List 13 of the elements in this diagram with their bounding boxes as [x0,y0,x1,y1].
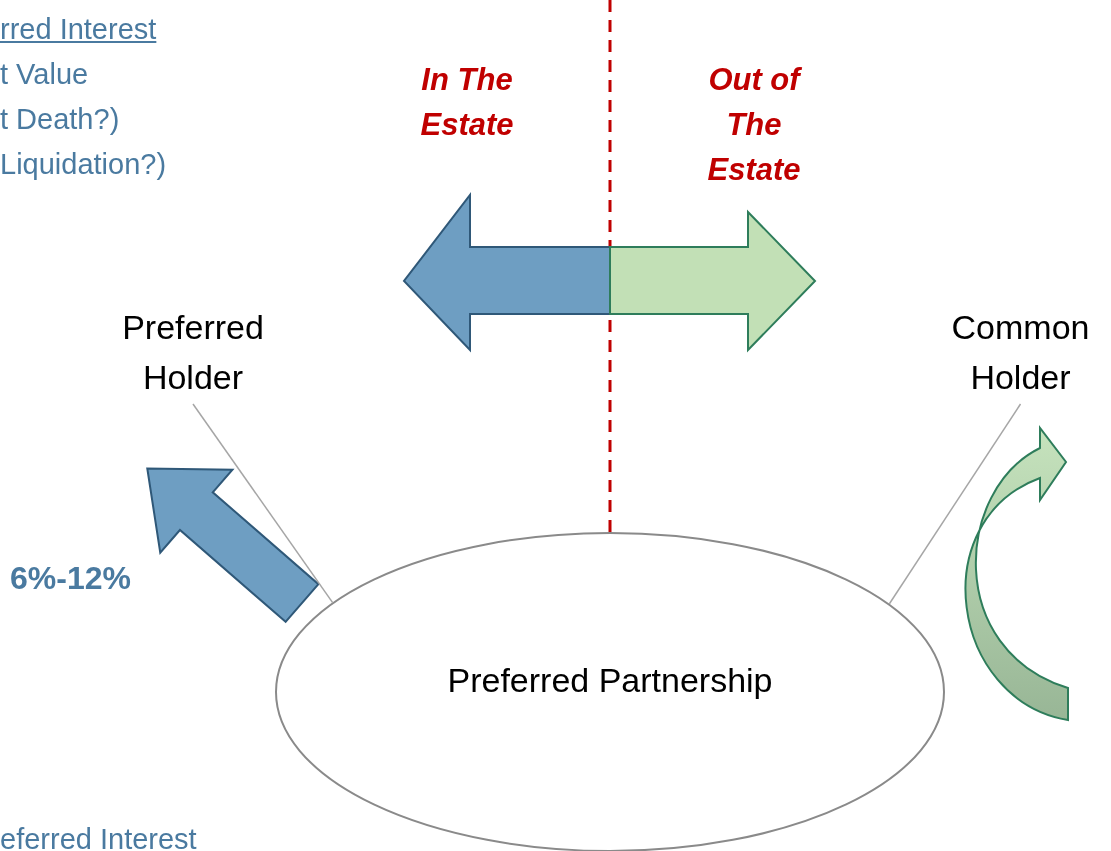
region-label: In The Estate [419,61,515,144]
label-text: t Death?) [0,102,120,136]
leader-line [888,403,1022,605]
label-text: t Value [0,57,89,91]
node-label: Preferred Holder [121,307,265,398]
rate-label: 6%-12% [10,561,131,595]
leader-line [192,403,334,604]
node-label: Common Holder [950,307,1091,398]
node-label: Preferred Partnership [447,660,773,701]
label-text: Liquidation?) [0,147,167,181]
label-text: eferred Interest [0,822,197,851]
label-text: rred Interest [0,12,157,46]
region-label: Out of The Estate [706,61,803,189]
